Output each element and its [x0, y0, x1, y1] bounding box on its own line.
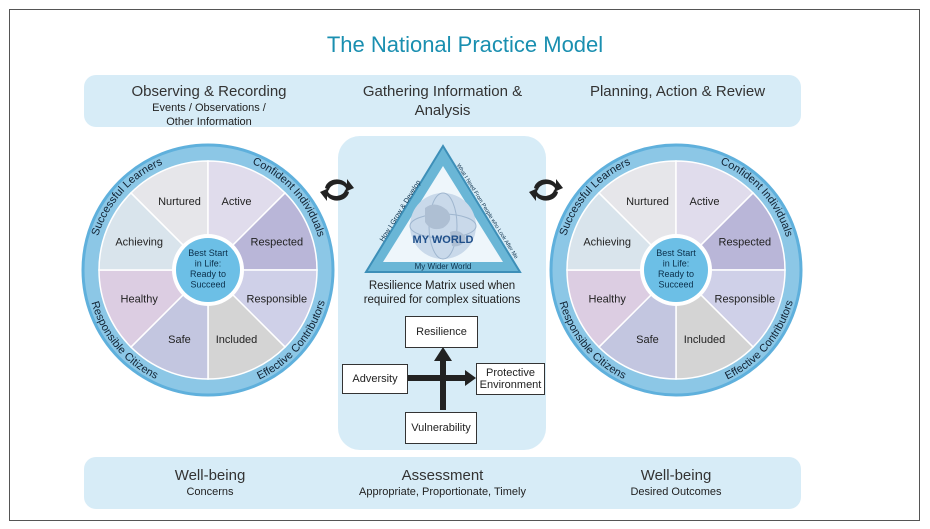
wheel-segment-label: Included	[684, 334, 726, 346]
assessment-sub: Appropriate, Proportionate, Timely	[359, 486, 526, 498]
matrix-resilience-box: Resilience	[405, 316, 478, 348]
wheel-segment-label: Respected	[251, 236, 304, 248]
globe-icon	[409, 192, 477, 260]
wheel-segment-label: Achieving	[583, 236, 631, 248]
wellbeing-outcomes: Well-being Desired Outcomes	[576, 466, 776, 499]
wheel-centre-label: in Life:	[663, 259, 690, 269]
my-world-triangle: MY WORLD My Wider World How I Grow & Dev…	[364, 144, 522, 273]
wheel-centre	[176, 238, 240, 302]
resilience-matrix-axes	[400, 347, 476, 410]
wheel-centre-label: Best Start	[188, 248, 228, 258]
matrix-adversity-box: Adversity	[342, 364, 408, 394]
planning-title: Planning, Action & Review	[589, 83, 766, 100]
wheel-segment-label: Healthy	[121, 294, 159, 306]
wellbeing-right-title: Well-being	[640, 467, 712, 484]
wheel-segment-label: Active	[690, 196, 720, 208]
assessment-title: Assessment	[401, 467, 484, 484]
gathering-title1: Gathering Information &	[362, 83, 523, 100]
wheel-segment-label: Achieving	[115, 236, 163, 248]
bottom-band	[84, 457, 801, 509]
wheel-centre-label: Ready to	[658, 269, 694, 279]
observing-title: Observing & Recording	[131, 83, 287, 100]
wheel-segment-label: Included	[216, 334, 258, 346]
wellbeing-concerns: Well-being Concerns	[110, 466, 310, 499]
wheel-segment-label: Active	[222, 196, 252, 208]
wheel-segment-label: Respected	[719, 236, 772, 248]
my-world-bottom: My Wider World	[415, 262, 472, 271]
wellbeing-left-title: Well-being	[174, 467, 246, 484]
wheel-centre-label: Succeed	[190, 280, 225, 290]
observing-sub2: Other Information	[166, 116, 252, 128]
my-world-centre: MY WORLD	[413, 234, 474, 246]
my-world-caption-line1: Resilience Matrix used when	[368, 280, 516, 292]
gathering-title2: Analysis	[414, 102, 471, 119]
wheel-segment-label: Healthy	[589, 294, 627, 306]
wellbeing-left-sub: Concerns	[186, 486, 234, 498]
top-band	[84, 75, 801, 127]
wheel-right: Nurtured ActiveRespectedResponsibleInclud…	[549, 143, 803, 397]
wheel-segment-label: Safe	[636, 334, 659, 346]
wheel-centre-label: in Life:	[195, 259, 222, 269]
wheel-centre-label: Best Start	[656, 248, 696, 258]
matrix-protective-box: Protective Environment	[476, 363, 545, 395]
wheel-segment-label: Safe	[168, 334, 191, 346]
cycle-arrows-icon	[320, 179, 354, 201]
wheel-centre-label: Succeed	[658, 280, 693, 290]
my-world-caption: Resilience Matrix used when required for…	[338, 279, 546, 307]
wheel-segment-label: Responsible	[247, 294, 308, 306]
planning-action-review: Planning, Action & Review	[565, 82, 790, 101]
assessment: Assessment Appropriate, Proportionate, T…	[330, 466, 555, 499]
wheel-segment-label: Nurtured	[158, 196, 201, 208]
gathering-information: Gathering Information & Analysis	[330, 82, 555, 120]
matrix-protective-line2: Environment	[479, 379, 542, 391]
wheel-segment-label: Responsible	[715, 294, 776, 306]
cycle-arrows-icon	[529, 179, 563, 201]
matrix-vulnerability-box: Vulnerability	[405, 412, 477, 444]
wheel-left: Nurtured ActiveRespectedResponsibleInclud…	[81, 143, 335, 397]
wellbeing-right-sub: Desired Outcomes	[630, 486, 722, 498]
wheel-centre	[644, 238, 708, 302]
wheel-centre-label: Ready to	[190, 269, 226, 279]
page-title: The National Practice Model	[326, 32, 604, 57]
observing-recording: Observing & Recording Events / Observati…	[94, 82, 324, 129]
wheel-segment-label: Nurtured	[626, 196, 669, 208]
my-world-caption-line2: required for complex situations	[363, 294, 521, 306]
matrix-protective-line1: Protective	[486, 367, 535, 379]
observing-sub1: Events / Observations /	[152, 102, 266, 114]
